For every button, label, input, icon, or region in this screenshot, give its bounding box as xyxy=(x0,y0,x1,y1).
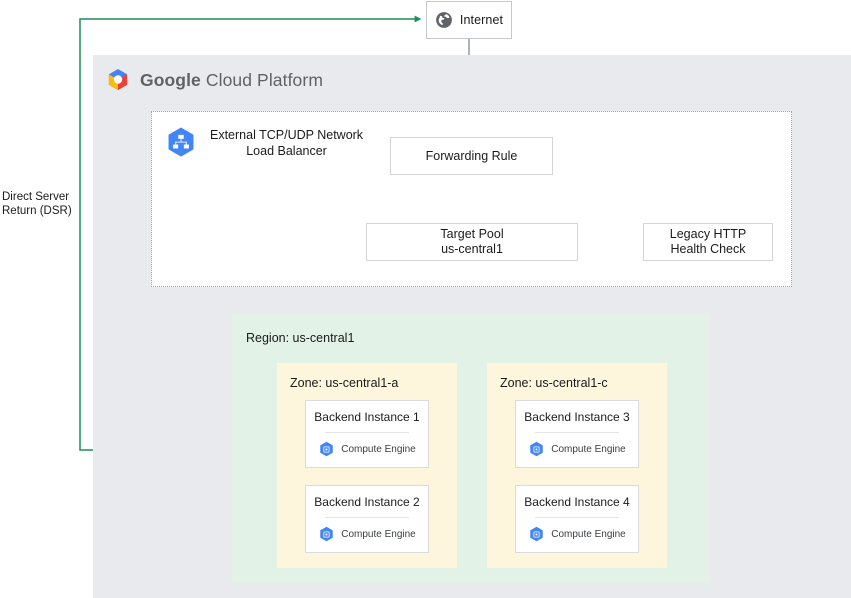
compute-engine-icon xyxy=(530,526,543,542)
instance-service: Compute Engine xyxy=(528,526,626,543)
internet-node[interactable]: Internet xyxy=(426,1,512,39)
google-cloud-logo-icon xyxy=(108,69,128,90)
instance-service: Compute Engine xyxy=(528,441,626,458)
load-balancer-legend: External TCP/UDP Network Load Balancer xyxy=(164,126,363,160)
internet-label: Internet xyxy=(459,13,504,27)
backend-instance-card[interactable]: Backend Instance 2 Compute Engine xyxy=(305,485,429,553)
health-check-node[interactable]: Legacy HTTP Health Check xyxy=(643,223,773,261)
instance-service-label: Compute Engine xyxy=(341,444,416,455)
instance-name: Backend Instance 1 xyxy=(314,410,420,424)
instance-service-label: Compute Engine xyxy=(341,529,416,540)
globe-icon xyxy=(436,12,452,28)
region-container: Region: us-central1 Zone: us-central1-a … xyxy=(232,313,710,583)
gcp-brand-text: Google Cloud Platform xyxy=(140,70,323,91)
compute-engine-icon xyxy=(530,441,543,457)
instance-service-label: Compute Engine xyxy=(551,529,626,540)
gcp-brand: Google Cloud Platform xyxy=(105,67,323,93)
instance-name: Backend Instance 4 xyxy=(524,495,630,509)
instance-service: Compute Engine xyxy=(318,441,416,458)
instance-name: Backend Instance 2 xyxy=(314,495,420,509)
gcp-brand-bold: Google xyxy=(140,69,201,90)
target-pool-node[interactable]: Target Pool us-central1 xyxy=(366,223,578,261)
instance-service: Compute Engine xyxy=(318,526,416,543)
direct-server-return-label: Direct Server Return (DSR) xyxy=(2,191,72,217)
instance-divider xyxy=(535,517,619,518)
instance-divider xyxy=(325,432,409,433)
backend-instance-card[interactable]: Backend Instance 1 Compute Engine xyxy=(305,400,429,468)
instance-divider xyxy=(535,432,619,433)
forwarding-rule-node[interactable]: Forwarding Rule xyxy=(390,137,553,175)
network-load-balancer-icon xyxy=(168,127,194,157)
backend-instance-card[interactable]: Backend Instance 3 Compute Engine xyxy=(515,400,639,468)
load-balancer-legend-label: External TCP/UDP Network Load Balancer xyxy=(210,128,364,158)
zone-container-us-central1-a: Zone: us-central1-a Backend Instance 1 C… xyxy=(277,363,457,568)
backend-instance-card[interactable]: Backend Instance 4 Compute Engine xyxy=(515,485,639,553)
instance-divider xyxy=(325,517,409,518)
zone-container-us-central1-c: Zone: us-central1-c Backend Instance 3 C… xyxy=(487,363,667,568)
instance-service-label: Compute Engine xyxy=(551,444,626,455)
gcp-brand-light: Cloud Platform xyxy=(205,69,324,90)
compute-engine-icon xyxy=(320,526,333,542)
compute-engine-icon xyxy=(320,441,333,457)
instance-name: Backend Instance 3 xyxy=(524,410,630,424)
zone-label: Zone: us-central1-a xyxy=(290,376,399,390)
region-label: Region: us-central1 xyxy=(246,331,355,345)
google-cloud-platform-panel: Google Cloud Platform External TCP/UDP N… xyxy=(93,55,851,598)
zone-label: Zone: us-central1-c xyxy=(500,376,608,390)
